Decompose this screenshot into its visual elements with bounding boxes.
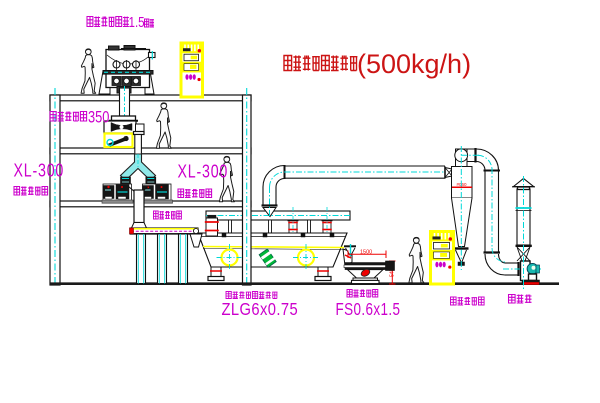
- svg-text:FS0.6x1.5: FS0.6x1.5: [336, 300, 401, 319]
- svg-text:ZLG6x0.75: ZLG6x0.75: [222, 300, 299, 320]
- svg-text:XL-300: XL-300: [178, 162, 229, 182]
- svg-text:(500kg/h): (500kg/h): [357, 49, 471, 79]
- svg-text:XL-300: XL-300: [14, 161, 65, 181]
- svg-text:545: 545: [390, 268, 396, 277]
- svg-text:1500: 1500: [360, 250, 372, 256]
- svg-text:1.5: 1.5: [129, 14, 145, 31]
- svg-text:350: 350: [88, 109, 109, 127]
